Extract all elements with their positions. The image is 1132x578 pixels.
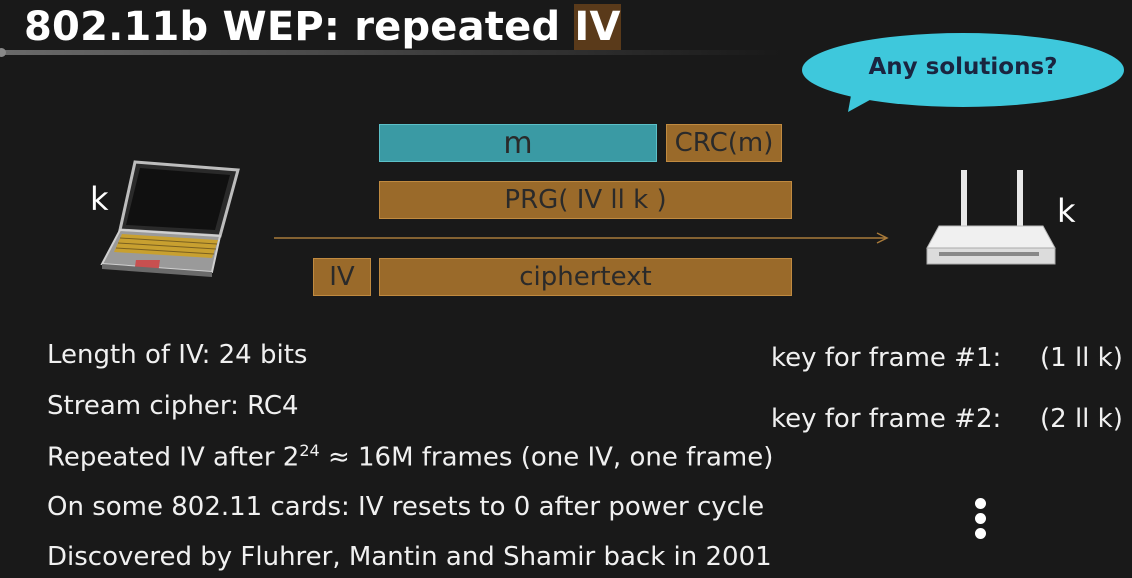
fact-repeated-iv: Repeated IV after 224 ≈ 16M frames (one … [47,441,773,473]
router-icon [926,170,1056,265]
title-text: 802.11b WEP: repeated [24,4,575,50]
message-box: m [379,124,657,162]
fact-stream-cipher: Stream cipher: RC4 [47,391,299,421]
router-key-label: k [1057,192,1076,230]
title-highlight: IV [574,4,621,50]
ellipsis-dot [975,528,986,539]
iv-box: IV [313,258,371,296]
callout-text: Any solutions? [868,54,1058,80]
laptop-key-label: k [90,180,109,218]
crc-box: CRC(m) [666,124,782,162]
title-underline [0,50,780,55]
key-frame-1-label: key for frame #1: [771,343,1002,373]
ellipsis-dot [975,513,986,524]
fact-iv-length: Length of IV: 24 bits [47,340,308,370]
ciphertext-box: ciphertext [379,258,792,296]
transmission-arrow [274,232,889,244]
fact-discovery: Discovered by Fluhrer, Mantin and Shamir… [47,542,772,572]
laptop-icon [100,160,240,277]
ellipsis-dot [975,498,986,509]
fact-iv-reset: On some 802.11 cards: IV resets to 0 aft… [47,492,765,522]
key-frame-2-label: key for frame #2: [771,404,1002,434]
fact-repeated-iv-exponent: 24 [299,441,320,460]
key-frame-2-value: (2 ll k) [1040,404,1123,434]
slide-title: 802.11b WEP: repeated IV [24,4,621,50]
fact-repeated-iv-suffix: ≈ 16M frames (one IV, one frame) [319,442,774,473]
key-frame-1-value: (1 ll k) [1040,343,1123,373]
prg-box: PRG( IV ll k ) [379,181,792,219]
title-underline-dot [0,48,6,57]
fact-repeated-iv-prefix: Repeated IV after 2 [47,442,300,473]
callout-bubble [802,33,1124,107]
